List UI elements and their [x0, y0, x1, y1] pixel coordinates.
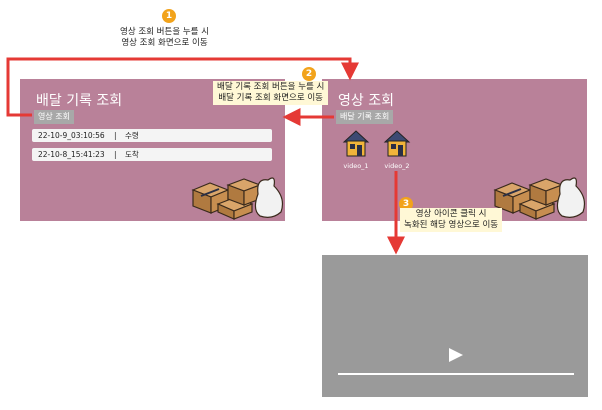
packages-icon [191, 177, 284, 220]
video-label: video_2 [384, 162, 410, 170]
step-badge-1: 1 [162, 9, 176, 23]
screen-title: 영상 조회 [338, 93, 394, 109]
progress-bar[interactable] [338, 373, 574, 375]
record-status: 수령 [125, 131, 139, 140]
step-badge-2: 2 [302, 67, 316, 81]
record-separator: | [114, 150, 117, 159]
delivery-record-button[interactable]: 배달 기록 조회 [336, 110, 394, 124]
video-item-2[interactable]: video_2 [380, 129, 414, 170]
record-row[interactable]: 22-10-9_03:10:56 | 수령 [32, 129, 272, 142]
house-icon [342, 130, 370, 157]
record-time: 22-10-9_03:10:56 [38, 131, 105, 140]
house-icon [383, 130, 411, 157]
step-badge-3: 3 [399, 197, 413, 211]
video-label: video_1 [343, 162, 369, 170]
annotation-line: 배달 기록 조회 화면으로 이동 [218, 93, 323, 103]
annotation-line: 녹화된 해당 영상으로 이동 [404, 220, 499, 230]
arrow-to-video-screen [6, 57, 359, 117]
video-player[interactable] [322, 255, 588, 397]
annotation-line: 영상 조회 화면으로 이동 [121, 38, 208, 48]
record-status: 도착 [125, 150, 139, 159]
play-icon[interactable] [448, 347, 464, 363]
annotation-line: 영상 조회 버튼을 누를 시 [120, 27, 210, 37]
annotation-line: 영상 아이콘 클릭 시 [415, 209, 487, 219]
annotation-2: 배달 기록 조회 버튼을 누를 시 배달 기록 조회 화면으로 이동 [213, 81, 329, 105]
screen-title: 배달 기록 조회 [36, 93, 123, 109]
packages-icon [493, 177, 586, 220]
video-item-1[interactable]: video_1 [339, 129, 373, 170]
video-lookup-button[interactable]: 영상 조회 [34, 110, 74, 124]
video-lookup-screen: 영상 조회 배달 기록 조회 video_1 video_2 [322, 79, 587, 221]
annotation-1: 영상 조회 버튼을 누를 시 영상 조회 화면으로 이동 [116, 26, 214, 50]
record-separator: | [114, 131, 117, 140]
annotation-line: 배달 기록 조회 버튼을 누를 시 [217, 82, 325, 92]
annotation-3: 영상 아이콘 클릭 시 녹화된 해당 영상으로 이동 [400, 208, 503, 232]
record-row[interactable]: 22-10-8_15:41:23 | 도착 [32, 148, 272, 161]
record-time: 22-10-8_15:41:23 [38, 150, 105, 159]
